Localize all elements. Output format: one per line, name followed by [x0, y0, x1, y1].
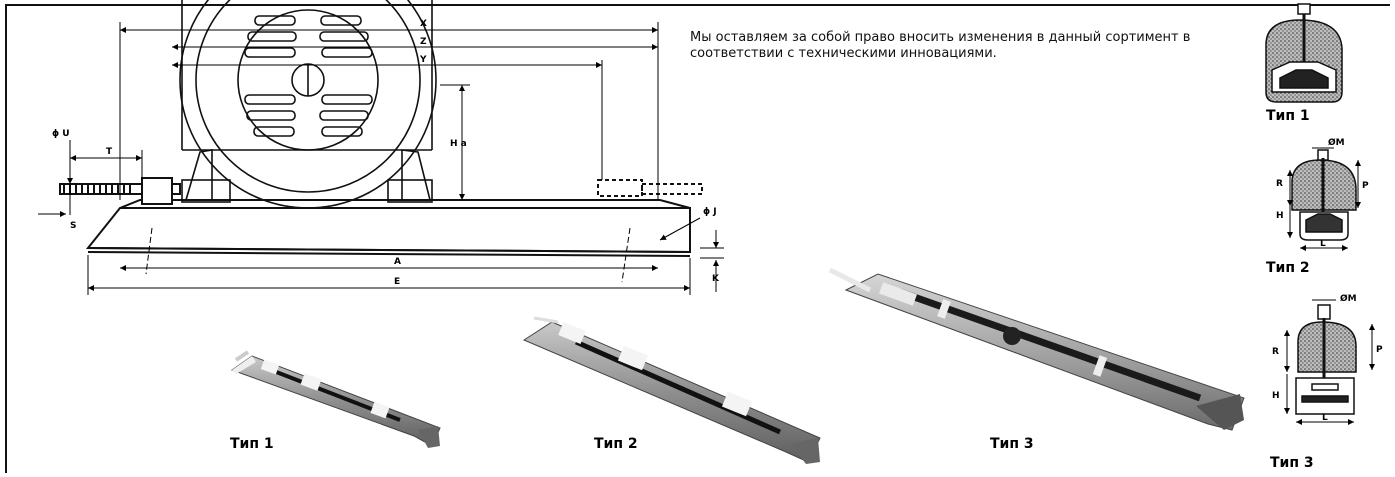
type2-dim-h: H — [1276, 211, 1284, 221]
type1-profile-drawing — [1265, 3, 1343, 103]
type2-dim-r: R — [1276, 179, 1283, 189]
photo-caption-type1: Тип 1 — [230, 436, 274, 452]
dim-e: E — [394, 277, 400, 287]
rail-photo-type1 — [230, 350, 441, 448]
type2-dim-labels: ØM R H P L — [1276, 137, 1369, 249]
type2-dim-m: ØM — [1328, 137, 1345, 148]
type2-profile-drawing — [1287, 147, 1361, 251]
dim-x: X — [420, 19, 427, 29]
dim-u: ϕ U — [52, 129, 70, 139]
dim-t: T — [106, 147, 113, 157]
type3-profile-caption: Тип 3 — [1270, 455, 1314, 471]
photo-caption-type2: Тип 2 — [594, 436, 638, 452]
type3-dim-h: H — [1272, 391, 1280, 401]
dim-y: Y — [419, 55, 427, 65]
dimension-lines — [38, 22, 724, 295]
type3-dim-m: ØM — [1340, 293, 1357, 304]
type2-profile-caption: Тип 2 — [1266, 260, 1310, 276]
dim-k: K — [712, 274, 720, 284]
type3-dim-labels: ØM R H P L — [1272, 293, 1383, 423]
type3-dim-p: P — [1376, 345, 1383, 355]
rail-profile — [59, 177, 703, 257]
dim-z: Z — [420, 37, 427, 47]
type3-dim-l: L — [1322, 413, 1328, 423]
type1-profile-caption: Тип 1 — [1266, 108, 1310, 124]
dim-j: ϕ J — [703, 207, 717, 217]
photo-caption-type3: Тип 3 — [990, 436, 1034, 452]
motor-outline — [179, 0, 437, 209]
dimension-labels: X Z Y H a ϕ U T S ϕ J A E K — [52, 19, 720, 287]
dim-a: A — [394, 257, 401, 267]
type3-profile-drawing — [1284, 299, 1375, 425]
rail-photo-type2 — [522, 316, 821, 464]
type2-dim-p: P — [1362, 181, 1369, 191]
rail-photo-type3 — [828, 267, 1245, 431]
dim-ha: H a — [450, 139, 467, 149]
notice-text: Мы оставляем за собой право вносить изме… — [690, 30, 1191, 61]
type2-dim-l: L — [1320, 239, 1326, 249]
dim-s: S — [70, 221, 76, 231]
type3-dim-r: R — [1272, 347, 1279, 357]
page-frame — [5, 4, 1390, 473]
